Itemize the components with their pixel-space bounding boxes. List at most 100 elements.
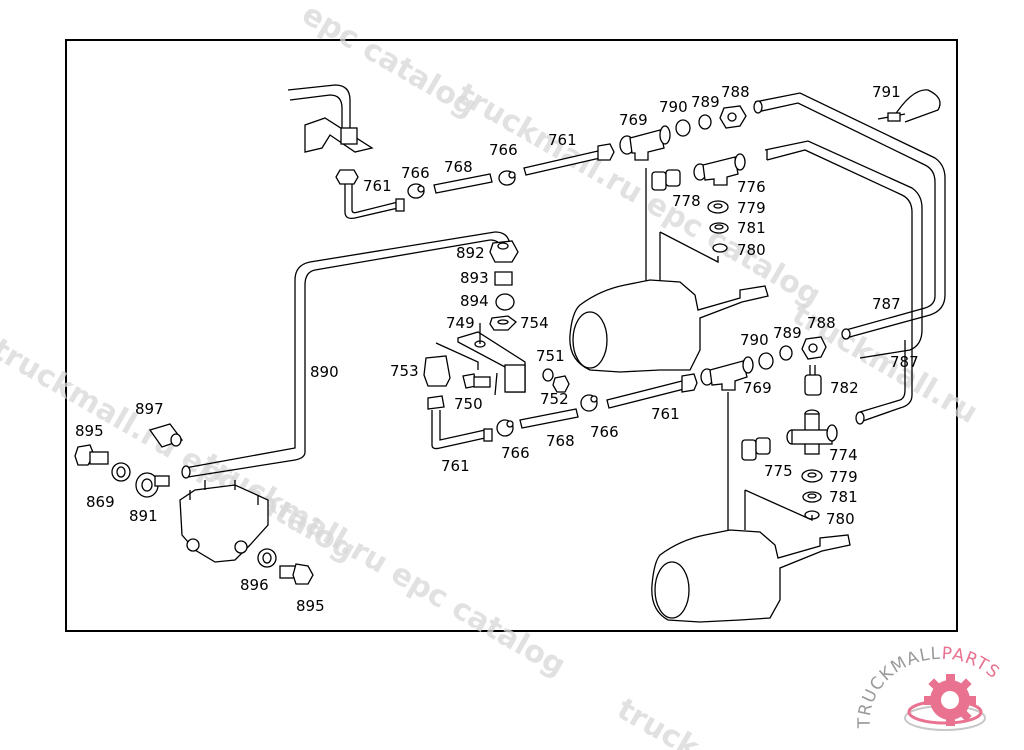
watermarks: epc catalog truckmall.ru epc catalog tru… <box>0 0 984 750</box>
union-753[interactable] <box>423 355 451 387</box>
tee-fitting-769[interactable] <box>619 125 671 161</box>
watermark-4: truckmall.ru epc catalog <box>196 447 571 684</box>
label-869: 869 <box>86 493 115 511</box>
label-761: 761 <box>548 131 577 149</box>
switch-782[interactable] <box>804 365 822 396</box>
gear-icon <box>904 674 986 731</box>
truckmallparts-logo[interactable]: TRUCKMALLPARTS <box>855 644 1004 731</box>
pipe-787-upper[interactable] <box>753 92 946 340</box>
label-775: 775 <box>764 462 793 480</box>
fitting-778[interactable] <box>651 169 681 191</box>
label-782: 782 <box>830 379 859 397</box>
label-895: 895 <box>75 422 104 440</box>
label-790: 790 <box>659 98 688 116</box>
tee-fitting-769-b[interactable] <box>700 356 754 391</box>
washer-780[interactable] <box>712 243 728 253</box>
label-754: 754 <box>520 314 549 332</box>
nut-754[interactable] <box>489 315 517 331</box>
label-789: 789 <box>691 93 720 111</box>
washer-781[interactable] <box>709 222 729 234</box>
label-791: 791 <box>872 83 901 101</box>
label-769: 769 <box>619 111 648 129</box>
leader-line <box>659 231 719 285</box>
washer-751[interactable] <box>542 368 554 382</box>
label-751: 751 <box>536 347 565 365</box>
label-780: 780 <box>826 510 855 528</box>
label-749: 749 <box>446 314 475 332</box>
label-768: 768 <box>444 158 473 176</box>
label-781: 781 <box>829 488 858 506</box>
label-897: 897 <box>135 400 164 418</box>
label-781: 781 <box>737 219 766 237</box>
bracket-block-749[interactable] <box>435 323 526 396</box>
label-895: 895 <box>296 597 325 615</box>
label-789: 789 <box>773 324 802 342</box>
label-896: 896 <box>240 576 269 594</box>
pipe-761-upper-left[interactable] <box>335 169 405 220</box>
nut-788[interactable] <box>719 105 747 129</box>
pipe-761-lower-left[interactable] <box>427 395 493 450</box>
label-892: 892 <box>456 244 485 262</box>
hose-clamp-766[interactable] <box>407 183 425 199</box>
nut-779[interactable] <box>707 200 729 214</box>
logo-text: TRUCKMALLPARTS <box>855 644 1004 729</box>
label-768: 768 <box>546 432 575 450</box>
hose-clamp-766-b[interactable] <box>498 170 516 186</box>
seal-ring-869[interactable] <box>111 462 131 482</box>
label-774: 774 <box>829 446 858 464</box>
hose-clamp-766-c[interactable] <box>496 419 514 437</box>
hose-768[interactable] <box>433 173 493 194</box>
label-788: 788 <box>807 314 836 332</box>
label-750: 750 <box>454 395 483 413</box>
label-752: 752 <box>540 390 569 408</box>
banjo-891[interactable] <box>135 472 170 498</box>
label-780: 780 <box>737 241 766 259</box>
bolt-895-b[interactable] <box>279 563 314 585</box>
cross-fitting-774[interactable] <box>786 409 838 455</box>
label-893: 893 <box>460 269 489 287</box>
cable-tie-791[interactable] <box>877 89 941 123</box>
fitting-775[interactable] <box>741 437 771 461</box>
label-788: 788 <box>721 83 750 101</box>
label-890: 890 <box>310 363 339 381</box>
bolt-750[interactable] <box>462 373 491 389</box>
label-761: 761 <box>363 177 392 195</box>
label-787: 787 <box>872 295 901 313</box>
hose-clamp-766-d[interactable] <box>580 394 598 412</box>
label-894: 894 <box>460 292 489 310</box>
brake-chamber-upper[interactable] <box>569 279 769 373</box>
ring-790[interactable] <box>675 119 691 137</box>
label-891: 891 <box>129 507 158 525</box>
logo-text-main: TRUCKMALL <box>855 644 942 729</box>
label-787: 787 <box>890 353 919 371</box>
brake-chamber-lower[interactable] <box>651 529 851 623</box>
nut-788-b[interactable] <box>801 336 827 360</box>
banjo-bolt-895[interactable] <box>74 444 109 466</box>
diagram-frame <box>65 39 958 632</box>
sleeve-893[interactable] <box>494 271 513 286</box>
seal-ring-896[interactable] <box>257 548 277 568</box>
pipe-761-lower[interactable] <box>606 373 698 409</box>
nut-892[interactable] <box>489 240 519 263</box>
label-790: 790 <box>740 331 769 349</box>
nut-779-b[interactable] <box>801 469 823 483</box>
label-766: 766 <box>401 164 430 182</box>
fitting-897[interactable] <box>148 423 184 448</box>
label-779: 779 <box>829 468 858 486</box>
pipe-787-lower[interactable] <box>764 140 923 425</box>
ring-894[interactable] <box>495 293 515 311</box>
hose-768-b[interactable] <box>519 408 579 429</box>
label-779: 779 <box>737 199 766 217</box>
ring-790-b[interactable] <box>758 352 774 370</box>
washer-781-b[interactable] <box>802 491 822 503</box>
ring-789[interactable] <box>698 114 712 130</box>
pipe-761-upper[interactable] <box>523 143 615 176</box>
valve-body[interactable] <box>179 480 269 563</box>
nut-752[interactable] <box>552 375 570 393</box>
ring-789-b[interactable] <box>779 345 793 361</box>
label-761: 761 <box>441 457 470 475</box>
tee-fitting-776[interactable] <box>693 153 746 186</box>
watermark-6: truck <box>611 692 706 750</box>
label-776: 776 <box>737 178 766 196</box>
label-753: 753 <box>390 362 419 380</box>
